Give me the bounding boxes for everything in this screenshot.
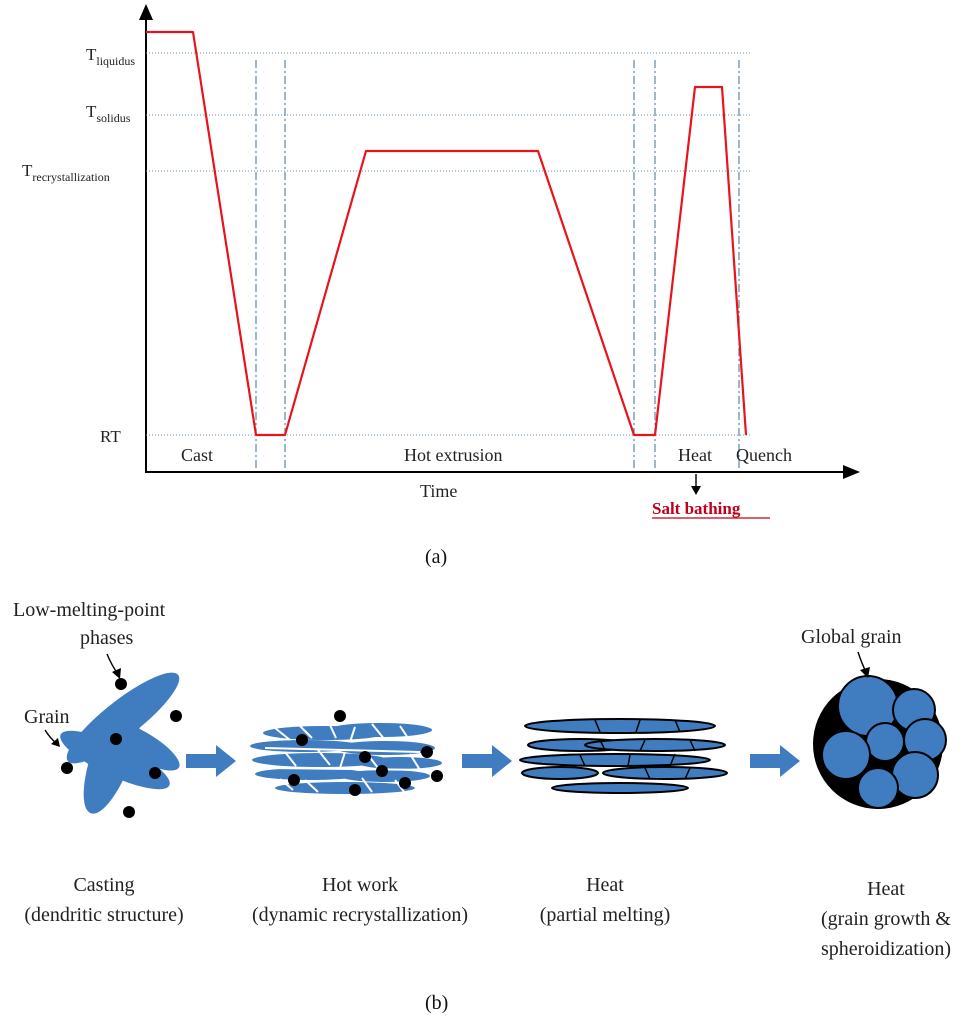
elongated-grain: [524, 718, 716, 734]
low-melting-phase-particle: [334, 710, 346, 722]
step-title: Heat: [867, 878, 905, 900]
step-caption-partial-melting: Heat (partial melting): [540, 874, 671, 926]
panel-b: Low-melting-point phases Grain: [13, 599, 951, 1014]
stage-label-heat: Heat: [678, 445, 712, 465]
grain-boundaries: [579, 719, 696, 780]
annotation-low-melting-line2: phases: [80, 627, 134, 649]
step-subtitle-continued: spheroidization): [821, 938, 951, 960]
low-melting-phase-particle: [421, 746, 433, 758]
y-label-rt: RT: [100, 427, 121, 446]
temperature-profile-curve: [146, 30, 748, 437]
low-melting-phase-particle: [170, 710, 182, 722]
globular-grain: [821, 730, 871, 780]
step-subtitle: (dendritic structure): [24, 904, 183, 926]
elongated-grain: [584, 738, 726, 752]
low-melting-phase-particle: [376, 765, 388, 777]
y-axis-arrowhead: [139, 4, 153, 20]
dendrite-arm: [60, 730, 170, 790]
globular-grain: [865, 722, 905, 762]
global-grain-illustration: [813, 675, 947, 809]
low-melting-phase-particle: [349, 784, 361, 796]
stage-label-quench: Quench: [736, 445, 792, 465]
elongated-grain: [519, 753, 711, 767]
low-melting-phase-particle: [123, 806, 135, 818]
low-melting-phase-particle: [399, 777, 411, 789]
elongated-grain: [521, 766, 599, 780]
pointer-arrowhead: [860, 667, 870, 678]
step-title: Hot work: [322, 874, 398, 896]
low-melting-phase-particle: [115, 678, 127, 690]
process-arrow: [186, 745, 236, 777]
elongated-grain: [252, 753, 388, 767]
step-title: Heat: [586, 874, 624, 896]
low-melting-phase-particle: [149, 767, 161, 779]
step-caption-casting: Casting (dendritic structure): [24, 874, 183, 926]
x-axis-arrowhead: [843, 465, 860, 479]
panel-a: Tliquidus Tsolidus Trecrystallization RT…: [22, 4, 860, 568]
salt-bathing-arrowhead: [691, 486, 701, 495]
process-arrow: [462, 745, 512, 777]
annotation-global-grain: Global grain: [801, 626, 902, 648]
step-subtitle: (grain growth &: [821, 908, 951, 930]
low-melting-phase-particle: [296, 734, 308, 746]
step-subtitle: (dynamic recrystallization): [252, 904, 468, 926]
pointer-arrowhead: [112, 668, 121, 679]
low-melting-phase-particle: [359, 751, 371, 763]
stage-label-cast: Cast: [181, 445, 213, 465]
low-melting-phase-particle: [288, 774, 300, 786]
low-melting-phase-particle: [61, 762, 73, 774]
caption-b: (b): [425, 992, 448, 1014]
annotation-grain: Grain: [24, 706, 70, 728]
annotation-low-melting-line1: Low-melting-point: [13, 599, 166, 621]
step-caption-hot-work: Hot work (dynamic recrystallization): [252, 874, 468, 926]
x-axis-label: Time: [420, 481, 457, 501]
grain-boundaries: [264, 723, 431, 794]
process-arrow: [750, 745, 800, 777]
y-label-recrystallization: Trecrystallization: [22, 161, 110, 184]
elongated-grain: [551, 782, 689, 794]
casting-illustration: [60, 672, 182, 818]
stage-label-hot-extrusion: Hot extrusion: [404, 445, 503, 465]
partial-melting-illustration: [519, 718, 728, 794]
step-caption-spheroidization: Heat (grain growth & spheroidization): [821, 878, 951, 960]
pointer-arrowhead: [51, 738, 60, 747]
step-subtitle: (partial melting): [540, 904, 671, 926]
elongated-grain: [602, 766, 728, 780]
globular-grain: [857, 767, 899, 809]
low-melting-phase-particle: [110, 733, 122, 745]
dendrite-arm: [100, 719, 180, 771]
globular-grain: [891, 751, 939, 799]
step-title: Casting: [73, 874, 134, 896]
elongated-grain: [335, 741, 435, 755]
caption-a: (a): [425, 546, 447, 568]
elongated-grain: [255, 768, 365, 780]
y-label-liquidus: Tliquidus: [86, 45, 135, 68]
low-melting-phase-particle: [431, 770, 443, 782]
y-label-solidus: Tsolidus: [86, 102, 131, 125]
salt-bathing-label: Salt bathing: [652, 499, 741, 518]
hot-work-illustration: [250, 710, 443, 796]
